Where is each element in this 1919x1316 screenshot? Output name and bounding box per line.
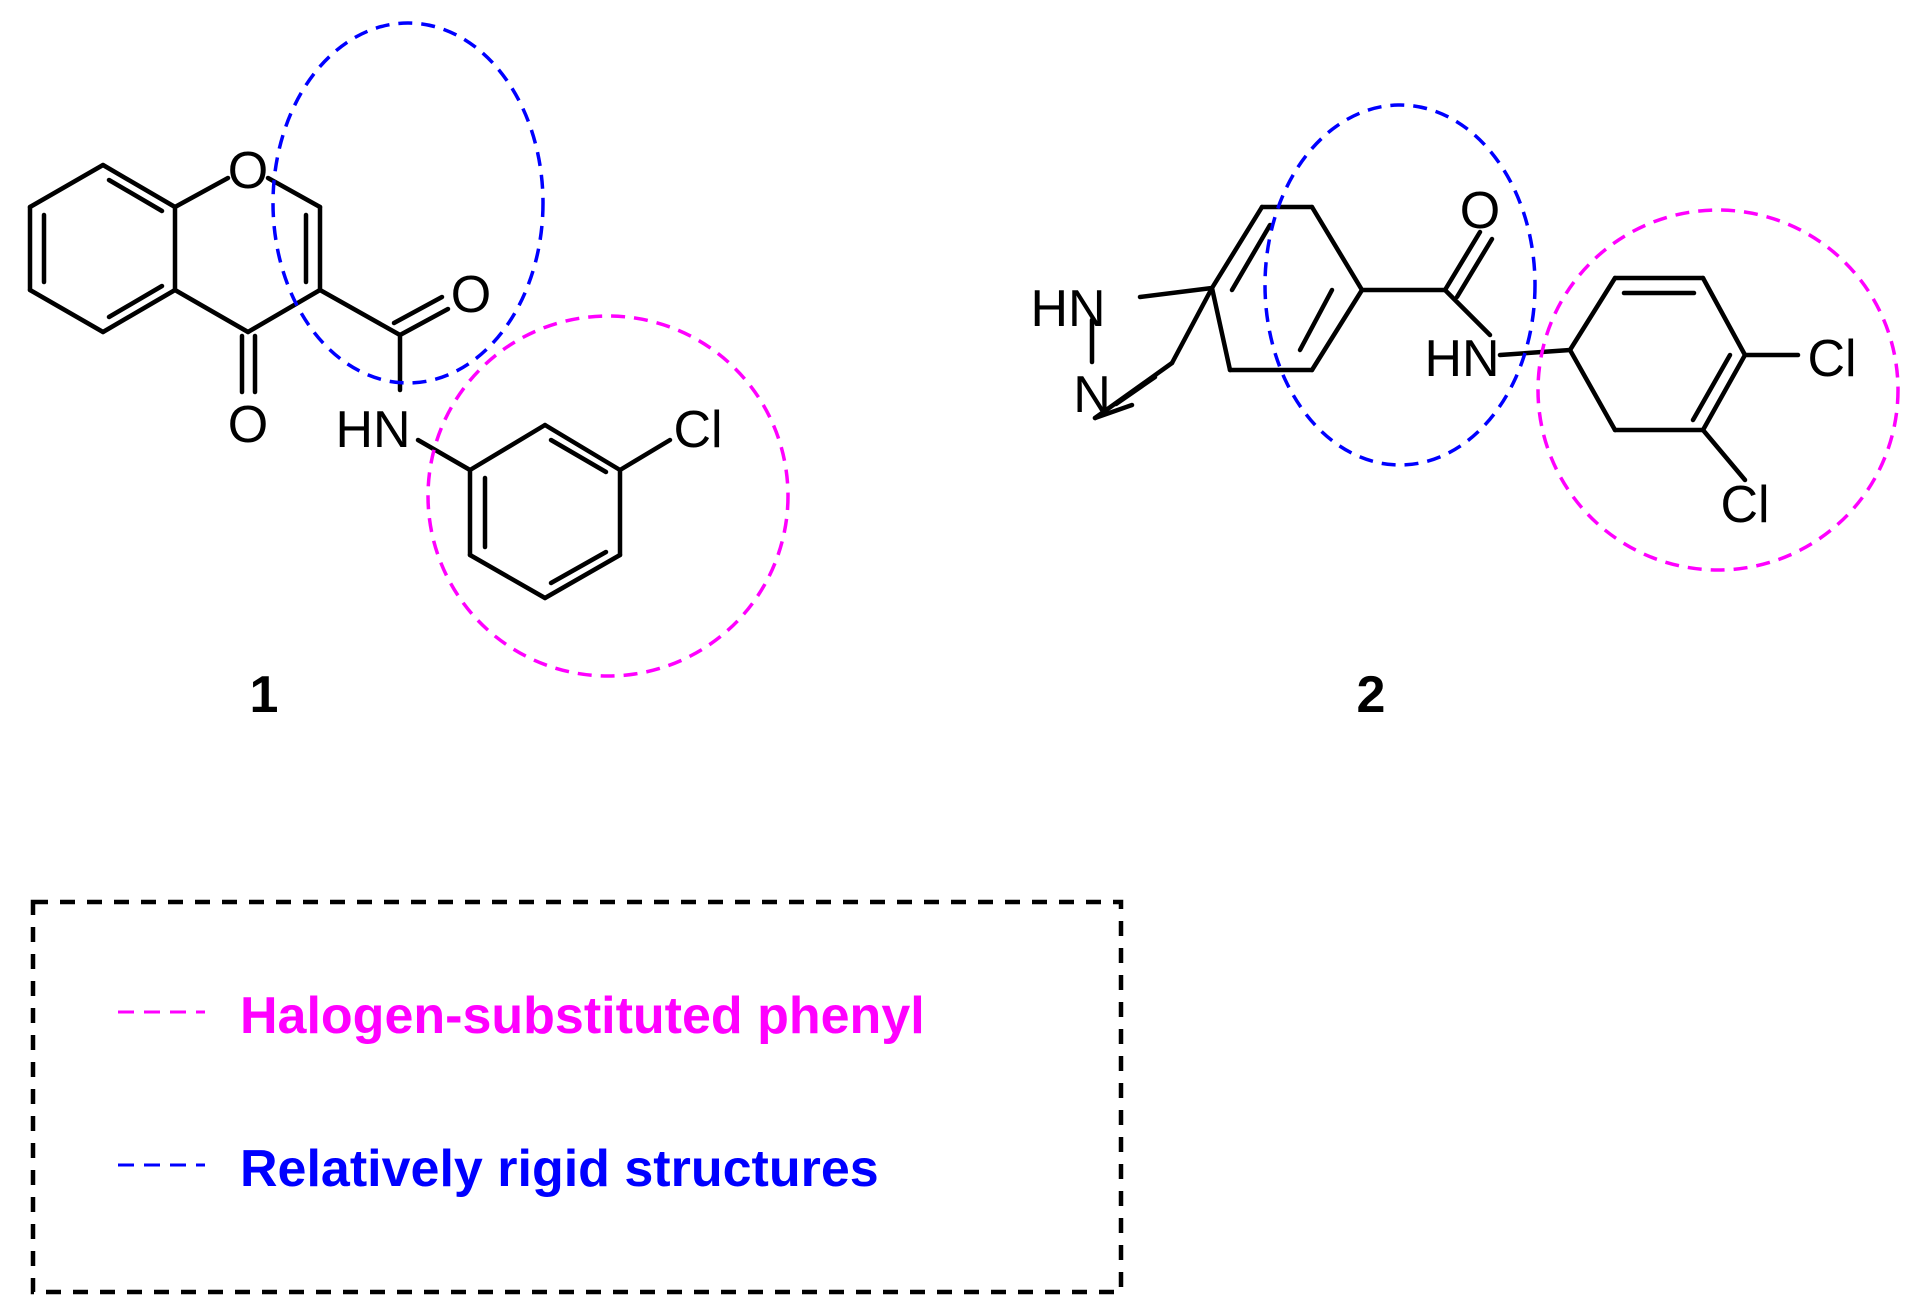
legend-halogen-label: Halogen-substituted phenyl [240, 987, 925, 1045]
compound-2-structure [1089, 204, 1801, 483]
c2-chlorine-4: Cl [1807, 330, 1856, 388]
c2-ring-nh: HN [1030, 280, 1105, 338]
c1-ketone-oxygen: O [228, 396, 268, 454]
c1-chlorine: Cl [673, 401, 722, 459]
legend-box [30, 899, 1124, 1295]
c1-amide-oxygen: O [451, 266, 491, 324]
c2-amide-nh: HN [1424, 330, 1499, 388]
c1-rigid-structure-highlight [271, 21, 545, 385]
c2-amide-oxygen: O [1460, 182, 1500, 240]
compound-2-number: 2 [1357, 666, 1386, 724]
compound-1-structure [27, 162, 673, 601]
legend-rigid-label: Relatively rigid structures [240, 1140, 879, 1198]
c2-halogen-phenyl-highlight [1536, 208, 1900, 572]
c1-amide-nh: HN [335, 401, 410, 459]
c1-ring-oxygen: O [228, 142, 268, 200]
c2-chlorine-3: Cl [1720, 476, 1769, 534]
c1-halogen-phenyl-highlight [426, 314, 790, 678]
compound-1-number: 1 [250, 666, 279, 724]
c2-rigid-structure-highlight [1263, 103, 1537, 467]
c2-ring-nitrogen: N [1073, 366, 1111, 424]
